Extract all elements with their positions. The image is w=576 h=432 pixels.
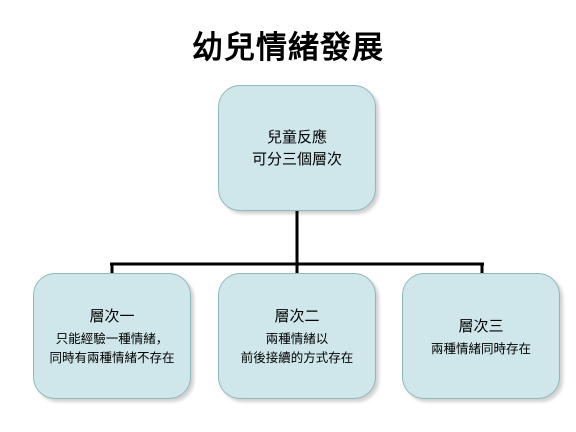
child-node-desc-line1: 兩種情緒同時存在 <box>430 340 531 356</box>
child-node-desc-line1: 只能經驗一種情緒， <box>55 331 169 346</box>
child-node-title: 層次一 <box>89 307 135 325</box>
child-node-desc-line1: 兩種情緒以 <box>265 331 329 346</box>
child-node-desc-line2: 前後接續的方式存在 <box>240 350 354 365</box>
child-node-level-1: 層次一 只能經驗一種情緒， 同時有兩種情緒不存在 <box>33 273 191 399</box>
page-title: 幼兒情緒發展 <box>192 30 384 66</box>
child-node-level-3: 層次三 兩種情緒同時存在 <box>402 273 560 399</box>
child-node-desc-line2: 同時有兩種情緒不存在 <box>49 350 175 365</box>
root-node: 兒童反應 可分三個層次 <box>218 85 376 211</box>
child-node-title: 層次三 <box>458 316 504 335</box>
child-node-level-2: 層次二 兩種情緒以 前後接續的方式存在 <box>218 273 376 399</box>
root-node-line1: 兒童反應 <box>266 128 327 146</box>
root-node-line2: 可分三個層次 <box>251 150 342 168</box>
child-node-title: 層次二 <box>274 307 320 325</box>
